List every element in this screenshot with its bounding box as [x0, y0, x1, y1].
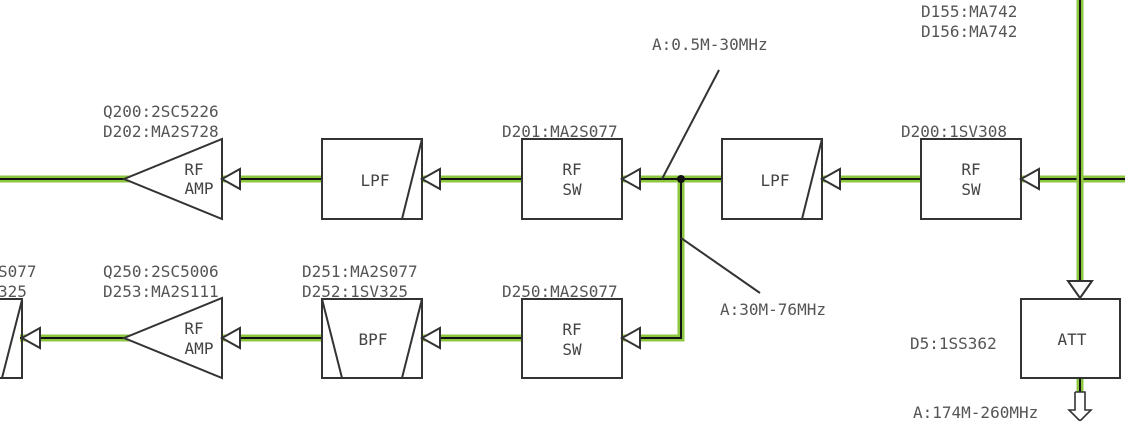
- input-arrow: [419, 326, 441, 350]
- input-arrow: [219, 326, 241, 350]
- bpf-lower: BPF: [321, 298, 441, 379]
- rf-amp-upper-ref-2: D202:MA2S728: [103, 122, 219, 141]
- band-c-label: A:174M-260MHz: [913, 403, 1038, 421]
- rf-amp-upper-ref-1: Q200:2SC5226: [103, 102, 219, 121]
- top-right-ref-1: D155:MA742: [921, 2, 1017, 21]
- rf-amp-lower-line1: RF: [184, 319, 203, 338]
- rf-amp-lower-ref-2: D253:MA2S111: [103, 282, 219, 301]
- rf-sw-upper-right-line2: SW: [961, 180, 981, 199]
- band-b-label: A:30M-76MHz: [720, 300, 826, 319]
- input-arrow: [819, 167, 841, 191]
- rf-sw-lower-line1: RF: [562, 320, 581, 339]
- band-b-leader: [680, 237, 761, 294]
- rf-sw-lower-ref: D250:MA2S077: [502, 282, 618, 301]
- att-ref: D5:1SS362: [910, 334, 997, 353]
- rf-sw-upper-left-line2: SW: [562, 180, 582, 199]
- input-arrow: [619, 326, 641, 350]
- rf-amp-lower-line2: AMP: [185, 339, 214, 358]
- att-output-arrow: [1067, 391, 1093, 421]
- rf-sw-upper-right-ref: D200:1SV308: [901, 122, 1007, 141]
- rf-sw-upper-right: RF SW: [920, 138, 1040, 220]
- partial-left-ref-2: 325: [0, 282, 27, 301]
- rf-sw-upper-right-line1: RF: [961, 160, 980, 179]
- rf-amp-lower: RF AMP: [121, 296, 241, 380]
- partial-block-left: [0, 298, 41, 379]
- rf-sw-upper-left: RF SW: [521, 138, 641, 220]
- rf-sw-lower-line2: SW: [562, 340, 582, 359]
- top-right-ref-2: D156:MA742: [921, 22, 1017, 41]
- bpf-lower-label: BPF: [359, 330, 388, 349]
- rf-sw-lower: RF SW: [521, 298, 641, 379]
- bpf-lower-ref-1: D251:MA2S077: [302, 262, 418, 281]
- input-arrow: [19, 326, 41, 350]
- input-arrow: [419, 167, 441, 191]
- rf-sw-upper-left-ref: D201:MA2S077: [502, 122, 618, 141]
- rf-amp-lower-ref-1: Q250:2SC5006: [103, 262, 219, 281]
- lpf-upper-right-label: LPF: [761, 171, 790, 190]
- input-arrow: [1018, 167, 1040, 191]
- rf-amp-upper-line2: AMP: [185, 179, 214, 198]
- rf-sw-upper-left-line1: RF: [562, 160, 581, 179]
- lpf-upper-left: LPF: [321, 138, 441, 220]
- att-input-arrow: [1066, 280, 1094, 300]
- band-a-leader: [661, 69, 720, 180]
- att-block: ATT: [1020, 280, 1121, 379]
- band-a-label: A:0.5M-30MHz: [652, 35, 768, 54]
- junction-dot: [677, 175, 685, 183]
- lpf-upper-right: LPF: [721, 138, 841, 220]
- rf-amp-upper-line1: RF: [184, 160, 203, 179]
- input-arrow: [619, 167, 641, 191]
- att-label: ATT: [1058, 330, 1087, 349]
- input-arrow: [219, 167, 241, 191]
- bpf-lower-ref-2: D252:1SV325: [302, 282, 408, 301]
- partial-left-ref-1: S077: [0, 262, 37, 281]
- lpf-upper-left-label: LPF: [361, 171, 390, 190]
- rf-amp-upper: RF AMP: [121, 137, 241, 221]
